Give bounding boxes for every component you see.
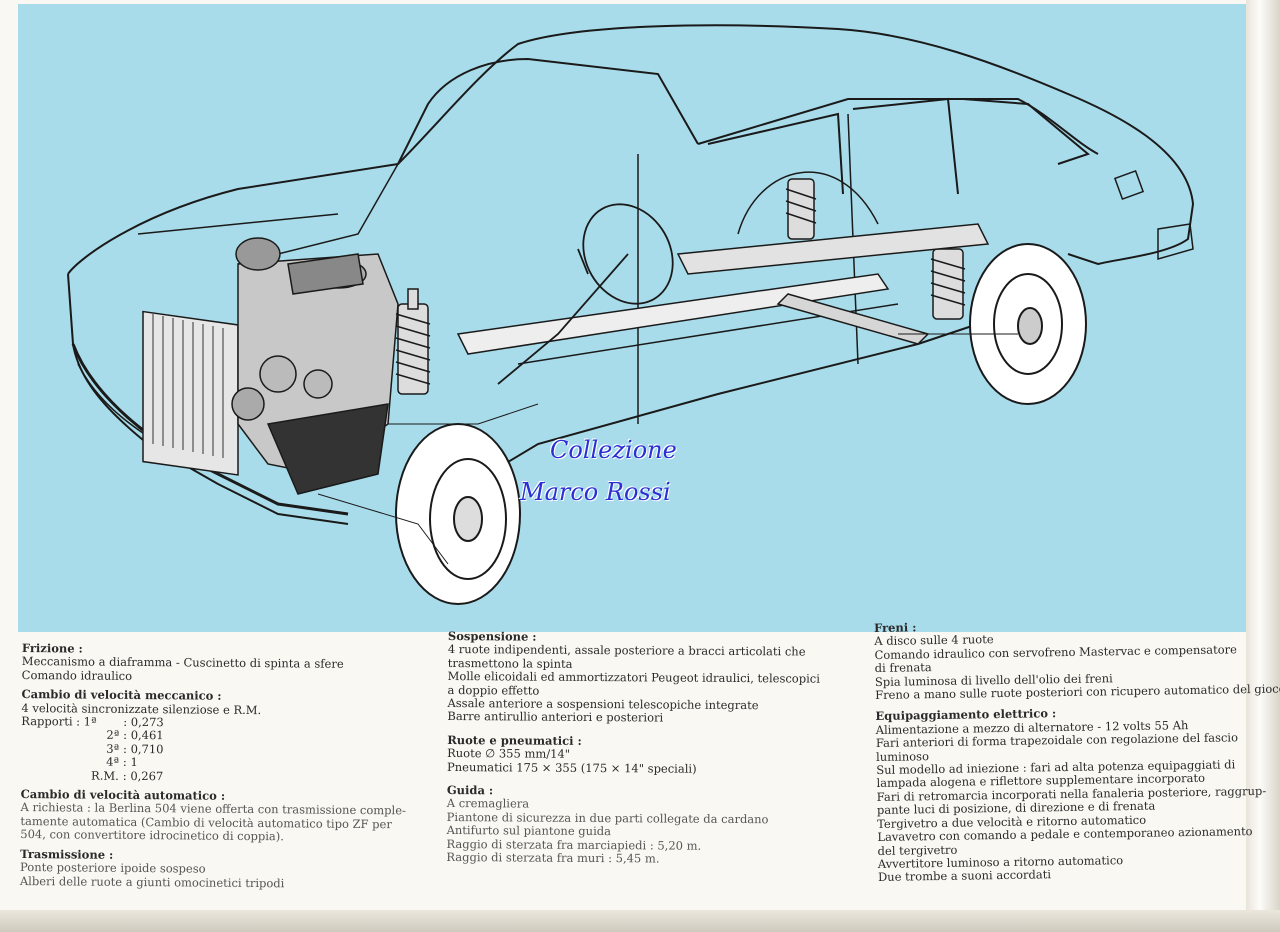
text-line: Comando idraulico <box>21 667 133 683</box>
driveshaft <box>456 223 990 365</box>
ratio-key: 2ª <box>106 728 120 743</box>
text-line: Barre antirullio anteriori e posteriori <box>447 709 664 725</box>
front-wheel <box>395 423 521 605</box>
engine <box>142 237 399 495</box>
ratio-key: R.M. <box>91 768 119 783</box>
steering-wheel <box>497 203 674 385</box>
page-edge-right <box>1246 0 1280 932</box>
spec-column-2: Sospensione : 4 ruote indipendenti, assa… <box>446 629 848 867</box>
spec-column-3: Freni : A disco sulle 4 ruote Comando id… <box>874 616 1280 885</box>
ratio-value: : 0,267 <box>122 768 164 783</box>
spec-column-1: Frizione : Meccanismo a diaframma - Cusc… <box>20 641 432 891</box>
watermark-line-2: Marco Rossi <box>520 478 671 506</box>
text-line: Raggio di sterzata fra muri : 5,45 m. <box>446 850 660 866</box>
ratio-row: R.M. : 0,267 <box>21 768 431 786</box>
ratio-value: : 1 <box>122 755 138 770</box>
watermark-line-1: Collezione <box>550 436 677 464</box>
car-drawing <box>67 24 1195 605</box>
car-cutaway-illustration: Collezione Marco Rossi <box>18 4 1246 632</box>
rear-wheel <box>969 243 1087 405</box>
car-body-outline <box>67 24 1195 275</box>
text-line: Pneumatici 175 × 355 (175 × 14" speciali… <box>446 759 697 776</box>
rear-suspension <box>785 178 966 320</box>
page-edge-bottom <box>0 910 1280 932</box>
ratio-key: 3ª <box>106 741 120 756</box>
ratio-key: Rapporti : 1ª <box>21 714 97 729</box>
ratio-key: 4ª <box>106 754 120 770</box>
front-suspension <box>395 288 431 395</box>
